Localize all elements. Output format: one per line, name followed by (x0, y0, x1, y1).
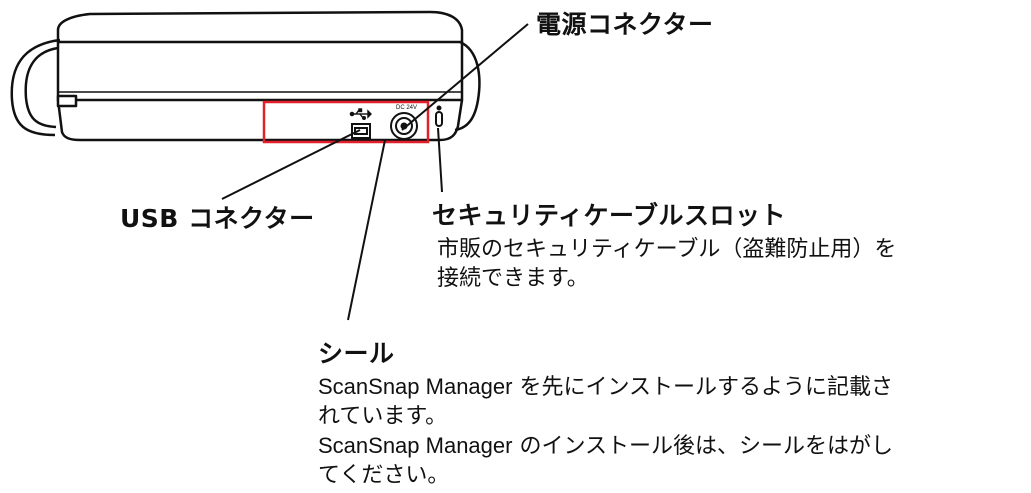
seal-description: ScanSnap Manager を先にインストールするように記載さ れています… (318, 372, 893, 490)
seal-label: シール (318, 339, 395, 368)
security-slot-label: セキュリティケーブルスロット (432, 201, 787, 230)
security-slot-desc-line2: 接続できます。 (437, 266, 589, 291)
seal-desc-line1: ScanSnap Manager を先にインストールするように記載さ (318, 374, 894, 400)
leader-lines (221, 23, 529, 321)
security-slot-desc-line1: 市販のセキュリティケーブル（盗難防止用）を (437, 237, 897, 262)
leader-usb (221, 129, 361, 200)
leader-security (437, 127, 443, 193)
leader-seal (347, 139, 386, 321)
power-connector (390, 112, 418, 140)
seal-desc-line2: れています。 (318, 404, 448, 429)
usb-connector-label: USB コネクター (120, 204, 315, 233)
security-slot-description: 市販のセキュリティケーブル（盗難防止用）を 接続できます。 (437, 235, 896, 293)
power-connector-label: 電源コネクター (536, 10, 714, 39)
usb-icon (349, 108, 372, 120)
seal-desc-line4: てください。 (318, 463, 450, 488)
security-slot (435, 105, 443, 127)
scanner-body (10, 10, 481, 142)
leader-power (401, 23, 529, 131)
dc-in-label: DC 24V (396, 105, 417, 111)
usb-connector (351, 123, 371, 139)
connector-area-highlight (262, 100, 430, 144)
seal-desc-line3: ScanSnap Manager のインストール後は、シールをはがし (318, 433, 894, 459)
